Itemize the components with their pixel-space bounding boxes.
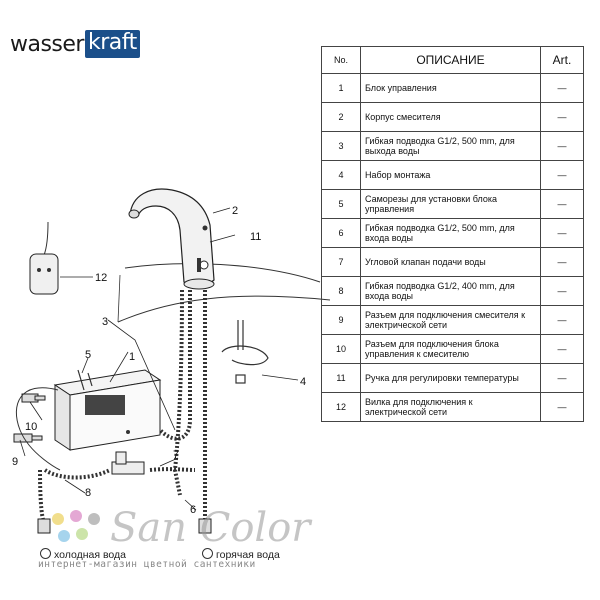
cell-desc: Гибкая подводка G1/2, 500 mm, для входа … bbox=[360, 218, 541, 248]
cable bbox=[15, 387, 61, 471]
callout-10: 10 bbox=[25, 421, 37, 433]
cell-desc: Разъем для подключения блока управления … bbox=[360, 334, 541, 364]
table-header-row: No. ОПИСАНИЕ Art. bbox=[321, 46, 584, 74]
cell-no: 9 bbox=[321, 305, 361, 335]
cold-water-bullet-icon bbox=[40, 548, 51, 559]
callout-8: 8 bbox=[85, 487, 91, 499]
cell-desc: Набор монтажа bbox=[360, 160, 541, 190]
cell-desc: Корпус смесителя bbox=[360, 102, 541, 132]
callout-3: 3 bbox=[102, 316, 108, 328]
cell-desc: Угловой клапан подачи воды bbox=[360, 247, 541, 277]
cell-art: — bbox=[540, 276, 584, 306]
cell-art: — bbox=[540, 334, 584, 364]
control-unit bbox=[53, 369, 162, 451]
cell-desc: Саморезы для установки блока управления bbox=[360, 189, 541, 219]
legend-cold-water: холодная вода bbox=[40, 548, 126, 561]
screws bbox=[77, 369, 93, 391]
callout-2: 2 bbox=[232, 205, 238, 217]
callout-6: 6 bbox=[190, 504, 196, 516]
cell-art: — bbox=[540, 392, 584, 422]
callout-4: 4 bbox=[300, 376, 306, 388]
cell-no: 8 bbox=[321, 276, 361, 306]
header-no: No. bbox=[321, 46, 361, 74]
cell-no: 1 bbox=[321, 73, 361, 103]
basin-curve bbox=[117, 295, 331, 323]
cell-desc: Гибкая подводка G1/2, 400 mm, для входа … bbox=[360, 276, 541, 306]
callout-5: 5 bbox=[85, 349, 91, 361]
leader-lines bbox=[19, 207, 299, 511]
cell-desc: Гибкая подводка G1/2, 500 mm, для выхода… bbox=[360, 131, 541, 161]
cell-art: — bbox=[540, 102, 584, 132]
watermark-title: San Color bbox=[110, 505, 311, 551]
mounting-set bbox=[221, 320, 269, 384]
header-art: Art. bbox=[540, 46, 584, 74]
callout-9: 9 bbox=[12, 456, 18, 468]
cell-no: 5 bbox=[321, 189, 361, 219]
callout-1: 1 bbox=[129, 351, 135, 363]
callout-7: 7 bbox=[173, 449, 179, 461]
faucet-body bbox=[128, 188, 215, 290]
cell-art: — bbox=[540, 218, 584, 248]
callout-numbers: 1 2 3 4 5 6 7 8 9 10 11 12 bbox=[12, 205, 306, 516]
logo-text-kraft: kraft bbox=[84, 30, 140, 58]
countertop-edge bbox=[124, 263, 321, 283]
cell-no: 3 bbox=[321, 131, 361, 161]
power-plug bbox=[29, 221, 59, 295]
cell-desc: Ручка для регулировки температуры bbox=[360, 363, 541, 393]
watermark-subtitle: интернет-магазин цветной сантехники bbox=[38, 559, 256, 570]
callout-11: 11 bbox=[250, 231, 261, 243]
cell-art: — bbox=[540, 73, 584, 103]
cell-art: — bbox=[540, 160, 584, 190]
cell-desc: Блок управления bbox=[360, 73, 541, 103]
cell-art: — bbox=[540, 131, 584, 161]
cell-art: — bbox=[540, 247, 584, 277]
cell-no: 10 bbox=[321, 334, 361, 364]
cell-art: — bbox=[540, 363, 584, 393]
angle-valve bbox=[111, 451, 145, 475]
header-description: ОПИСАНИЕ bbox=[360, 46, 541, 74]
cell-no: 7 bbox=[321, 247, 361, 277]
callout-12: 12 bbox=[95, 272, 107, 284]
logo-text-wasser: wasser bbox=[10, 31, 84, 57]
cell-art: — bbox=[540, 189, 584, 219]
cell-desc: Разъем для подключения смесителя к элект… bbox=[360, 305, 541, 335]
cell-no: 11 bbox=[321, 363, 361, 393]
cell-art: — bbox=[540, 305, 584, 335]
cell-desc: Вилка для подключения к электрической се… bbox=[360, 392, 541, 422]
connectors bbox=[13, 393, 46, 443]
legend-hot-water: горячая вода bbox=[202, 548, 280, 561]
cell-no: 4 bbox=[321, 160, 361, 190]
cell-no: 12 bbox=[321, 392, 361, 422]
hot-water-bullet-icon bbox=[202, 548, 213, 559]
cell-no: 6 bbox=[321, 218, 361, 248]
cell-no: 2 bbox=[321, 102, 361, 132]
